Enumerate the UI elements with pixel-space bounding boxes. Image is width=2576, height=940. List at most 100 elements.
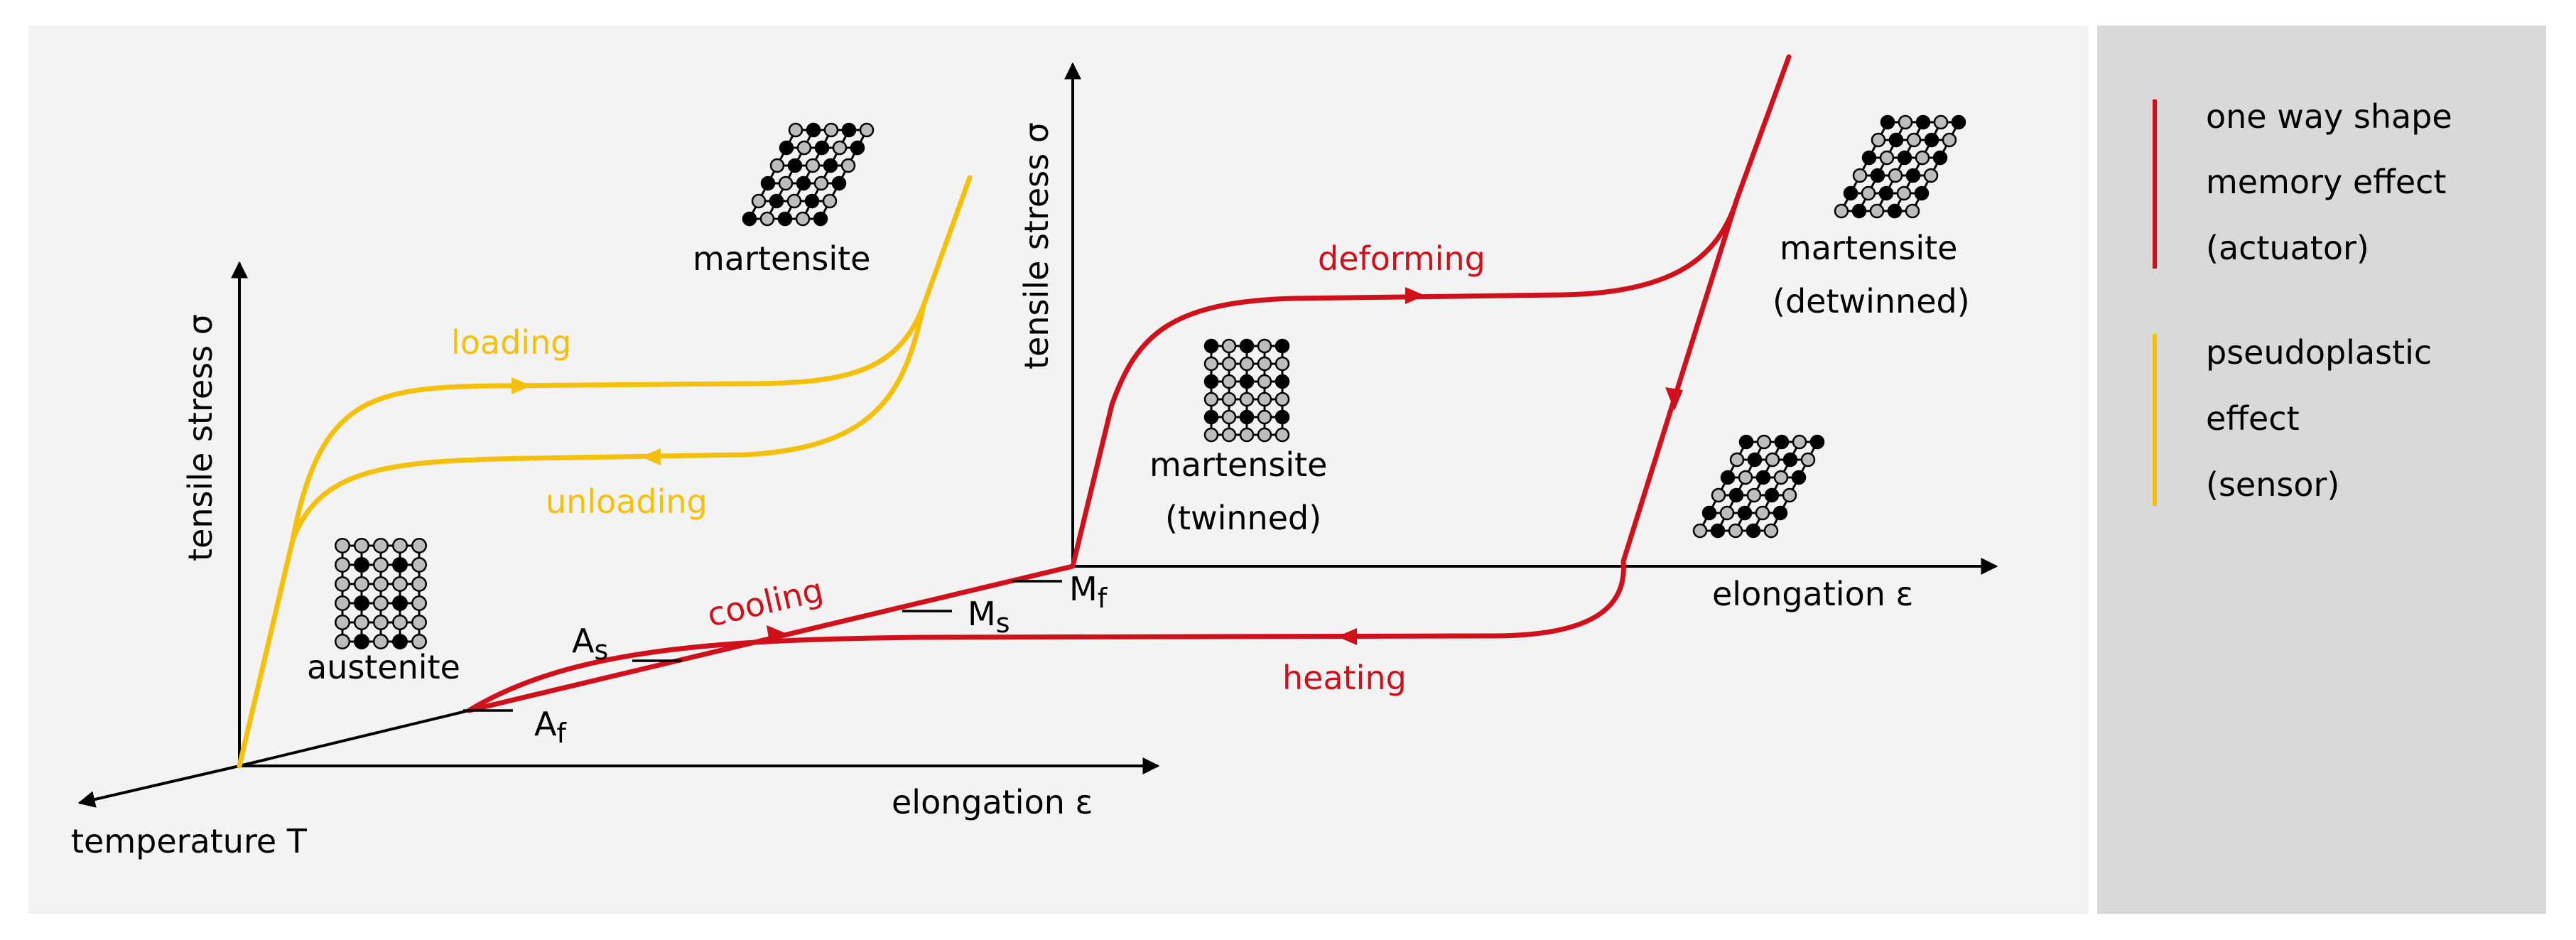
lattice-atom bbox=[373, 576, 389, 592]
lattice-atom bbox=[335, 634, 350, 649]
loading-label: loading bbox=[451, 323, 571, 362]
lattice-atom bbox=[335, 615, 350, 630]
lattice-atom bbox=[795, 211, 811, 227]
lattice-atom bbox=[1728, 523, 1743, 539]
lattice-atom bbox=[1800, 452, 1816, 468]
lattice-atom bbox=[831, 175, 847, 191]
lattice-atom bbox=[1221, 409, 1237, 425]
lattice-atom bbox=[1239, 356, 1255, 372]
lattice-atom bbox=[1203, 391, 1219, 407]
lattice-atom bbox=[411, 576, 427, 592]
lattice-atom bbox=[373, 557, 389, 573]
lattice-atom bbox=[411, 634, 427, 649]
lattice-atom bbox=[1888, 132, 1904, 148]
lattice-atom bbox=[823, 122, 839, 138]
lattice-atom bbox=[1773, 505, 1788, 521]
lattice-atom bbox=[354, 634, 369, 649]
lattice-atom bbox=[813, 211, 828, 227]
lattice-atom bbox=[1764, 487, 1780, 503]
legend-item-2-line3: (sensor) bbox=[2206, 465, 2339, 504]
lattice-atom bbox=[1774, 434, 1790, 450]
lattice-atom bbox=[805, 158, 821, 173]
lattice-atom bbox=[804, 193, 820, 209]
heating-arrow bbox=[1337, 628, 1357, 645]
lattice-atom bbox=[1257, 338, 1272, 354]
legend-item-1-line2: memory effect bbox=[2206, 163, 2446, 201]
lattice-atom bbox=[1951, 114, 1966, 130]
lattice-atom bbox=[1728, 487, 1744, 503]
unloading-arrow bbox=[641, 448, 661, 465]
lattice-atom bbox=[1275, 338, 1290, 354]
temperature-ticks bbox=[463, 580, 1062, 712]
lattice-atom bbox=[778, 175, 794, 191]
lattice-atom bbox=[1888, 168, 1903, 183]
deforming-curve bbox=[1070, 54, 1792, 569]
lattice-atom bbox=[373, 538, 389, 553]
lattice-atom bbox=[354, 538, 369, 553]
diagram-panel bbox=[28, 26, 2089, 914]
lattice-atom bbox=[1257, 356, 1272, 372]
legend-item-1-line3: (actuator) bbox=[2206, 229, 2369, 267]
lattice-atom bbox=[813, 175, 829, 191]
martensite-twinned-lattice-icon bbox=[1203, 338, 1290, 443]
unloading-curve bbox=[290, 303, 926, 543]
temperature-diagonal-black bbox=[239, 709, 470, 767]
lattice-atom bbox=[1257, 427, 1272, 443]
lattice-atom bbox=[788, 122, 803, 138]
heating-curve bbox=[466, 558, 1626, 713]
lattice-atom bbox=[1843, 185, 1858, 201]
lattice-atom bbox=[1906, 132, 1922, 148]
lattice-atom bbox=[796, 140, 812, 156]
lattice-atom bbox=[1851, 203, 1867, 219]
austenite-label: austenite bbox=[307, 648, 460, 686]
lattice-atom bbox=[411, 557, 427, 573]
lattice-atom bbox=[1914, 185, 1930, 201]
lattice-atom bbox=[1701, 505, 1717, 521]
lattice-atom bbox=[859, 122, 875, 138]
lattice-atom bbox=[1747, 452, 1763, 468]
lattice-atom bbox=[1869, 203, 1885, 219]
temperature-axis bbox=[77, 765, 240, 808]
martensite-detwinned-label-line1: martensite bbox=[1780, 229, 1957, 267]
lattice-atom bbox=[1763, 523, 1779, 539]
lattice-atom bbox=[335, 557, 350, 573]
lattice-atom bbox=[751, 193, 767, 209]
lattice-atom bbox=[806, 122, 821, 138]
lattice-atom bbox=[392, 595, 408, 611]
lattice-atom bbox=[373, 615, 389, 630]
lattice-atom bbox=[1898, 114, 1913, 130]
lattice-atom bbox=[769, 193, 784, 209]
lattice-atom bbox=[1905, 203, 1920, 219]
lattice-atom bbox=[1239, 374, 1255, 389]
lattice-atom bbox=[850, 140, 865, 156]
lattice-atom bbox=[1275, 427, 1290, 443]
lattice-atom bbox=[1887, 203, 1903, 219]
lattice-atom bbox=[777, 211, 793, 227]
lattice-atom bbox=[786, 193, 802, 209]
lattice-atom bbox=[1203, 338, 1219, 354]
lattice-atom bbox=[1933, 114, 1949, 130]
ms-label: Ms bbox=[968, 595, 1010, 639]
lattice-atom bbox=[822, 193, 838, 209]
martensite-detwinned-lattice-icon bbox=[1834, 114, 1966, 219]
lattice-atom bbox=[373, 595, 389, 611]
lattice-atom bbox=[1809, 434, 1825, 450]
mf-label: Mf bbox=[1069, 570, 1108, 614]
lattice-atom bbox=[1871, 132, 1886, 148]
lattice-atom bbox=[1239, 391, 1255, 407]
lattice-atom bbox=[823, 158, 838, 173]
unload-line bbox=[1620, 196, 1740, 564]
lattice-atom bbox=[335, 538, 350, 553]
lattice-atom bbox=[779, 140, 794, 156]
lattice-atom bbox=[1942, 132, 1957, 148]
lattice-atom bbox=[411, 615, 427, 630]
unload-arrow bbox=[1665, 387, 1683, 411]
lattice-atom bbox=[411, 595, 427, 611]
lattice-atom bbox=[1203, 356, 1219, 372]
legend-item-2-line1: pseudoplastic bbox=[2206, 333, 2432, 372]
lattice-atom bbox=[1896, 185, 1912, 201]
legend-panel bbox=[2097, 26, 2546, 914]
lattice-atom bbox=[354, 595, 369, 611]
lattice-atom bbox=[1880, 114, 1895, 130]
lattice-atom bbox=[759, 211, 775, 227]
